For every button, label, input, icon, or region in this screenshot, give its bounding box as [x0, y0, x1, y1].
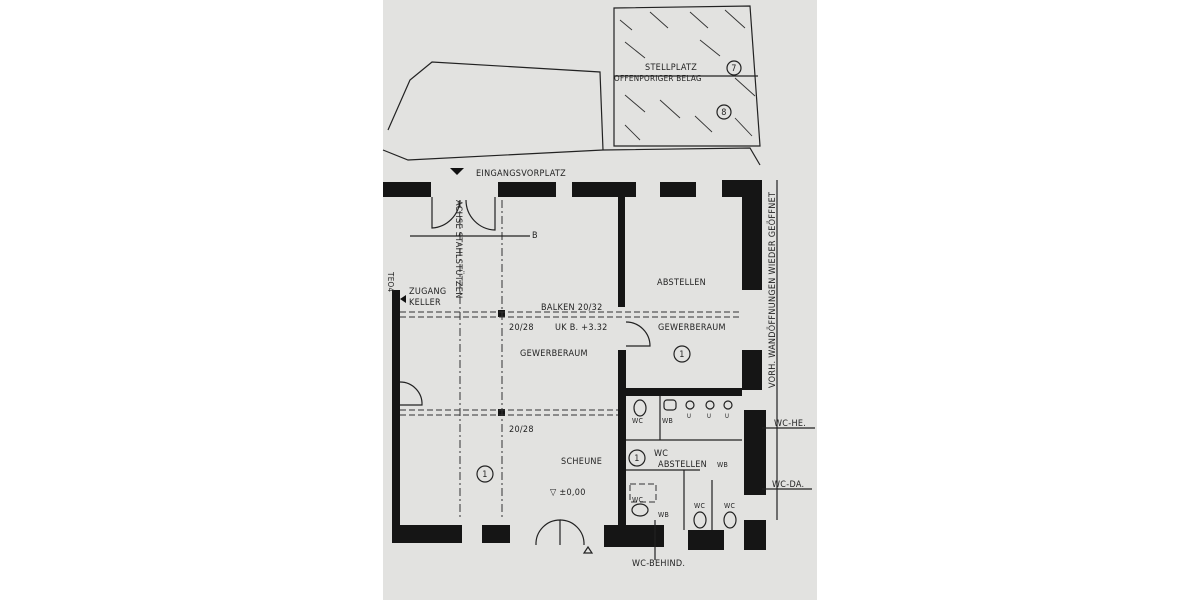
vertical-note: VORH. WANDÖFFNUNGEN WIEDER GEÖFFNET	[767, 192, 778, 388]
zugang-label: ZUGANG	[409, 287, 446, 297]
wc-label: WC	[632, 417, 644, 425]
dim-label-2: 20/28	[509, 425, 534, 435]
wc-abstellen-wc-label: WC	[654, 449, 668, 459]
floor-plan-sheet	[383, 0, 817, 600]
marker-1	[628, 449, 646, 467]
dim-label-1: 20/28	[509, 323, 534, 333]
marker-1-label: 1	[482, 470, 487, 480]
wc-label: WC	[724, 502, 736, 510]
marker-8	[716, 104, 732, 120]
wc-he-label: WC-HE.	[774, 419, 806, 429]
marker-7	[726, 60, 742, 76]
level-label: ▽ ±0,00	[550, 488, 586, 498]
marker-1	[673, 345, 691, 363]
sanitary-fixtures	[476, 345, 742, 530]
wc-label: WC	[632, 496, 644, 504]
entrance-arrow-icon	[450, 168, 464, 175]
urinal-label: U	[687, 413, 691, 420]
urinal-label: U	[707, 413, 711, 420]
wb-label: WB	[717, 461, 728, 469]
wb-label: WB	[658, 511, 669, 519]
left-edge-label: TEO4	[386, 271, 395, 293]
wc-label: WC	[694, 502, 706, 510]
parking-area	[613, 5, 761, 147]
wc-abstellen-label: ABSTELLEN	[658, 460, 707, 470]
keller-label: KELLER	[409, 298, 441, 308]
arrow-left-icon	[400, 295, 406, 303]
gewerberaum-right-label: GEWERBERAUM	[658, 323, 726, 333]
urinal-label: U	[725, 413, 729, 420]
marker-1-label: 1	[634, 454, 639, 464]
marker-1	[476, 465, 494, 483]
balken-label: BALKEN 20/32	[541, 303, 603, 313]
wc-da-label: WC-DA.	[772, 480, 804, 490]
scheune-label: SCHEUNE	[561, 457, 602, 467]
belag-label: OFFENPORIGER BELAG	[614, 74, 702, 83]
walls	[383, 180, 766, 550]
achse-label: ACHSE STAHLSTÜTZEN	[453, 200, 464, 299]
abstellen-top-label: ABSTELLEN	[657, 278, 706, 288]
section-b-label: B	[532, 231, 538, 241]
gewerberaum-main-label: GEWERBERAUM	[520, 349, 588, 359]
door	[431, 197, 461, 229]
ukb-label: UK B. +3.32	[555, 323, 608, 333]
marker-7-label: 7	[731, 64, 736, 74]
stellplatz-label: STELLPLATZ	[645, 63, 697, 73]
entrance-outline	[387, 61, 604, 151]
marker-8-label: 8	[721, 108, 726, 118]
wb-label: WB	[662, 417, 673, 425]
marker-1-label: 1	[679, 350, 684, 360]
wc-behind-label: WC-BEHIND.	[632, 559, 685, 569]
eingang-label: EINGANGSVORPLATZ	[476, 169, 566, 179]
